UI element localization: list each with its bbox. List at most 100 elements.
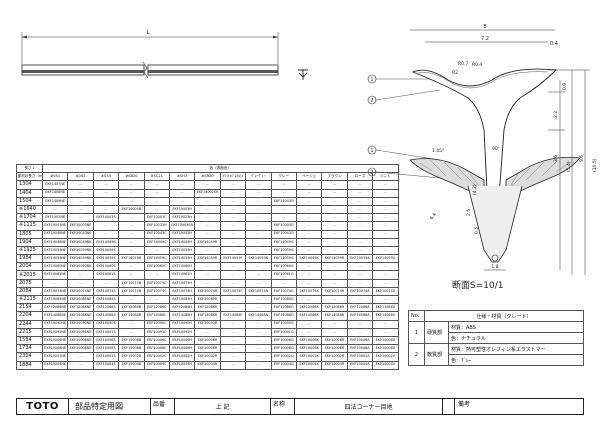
row-length: 2244: [16, 319, 43, 329]
part-number-cell: EKF10008A: [346, 344, 374, 354]
part-number-cell: —: [194, 213, 221, 223]
part-number-cell: —: [67, 213, 94, 223]
length-dim-label: L: [146, 29, 150, 36]
part-number-cell: EKF10074N: [245, 286, 272, 297]
part-number-cell: EKF10004C: [143, 360, 170, 370]
dim-angle-b: 90°: [492, 146, 500, 152]
part-number-cell: EKF10002G: [270, 352, 297, 362]
part-number-cell: EKF14059F: [219, 254, 247, 264]
material-row-2-name: 軟質部: [424, 343, 449, 366]
part-number-cell: —: [346, 180, 374, 190]
part-number-cell: EKF10002R: [321, 352, 348, 362]
part-number-cell: EKF10003SR: [168, 221, 196, 231]
row-length: ※2115: [16, 294, 43, 305]
part-number-cell: EKF10004G: [270, 360, 297, 370]
doc-type: 部品特定用図: [69, 399, 151, 414]
part-number-cell: EKF10002V: [372, 352, 399, 362]
part-number-cell: EKF10074F: [219, 286, 247, 297]
part-number-cell: EKF12086NE: [41, 303, 69, 313]
part-number-cell: EKF10008NE: [67, 344, 94, 354]
part-number-cell: —: [219, 278, 247, 288]
part-number-cell: EKF12086B: [118, 303, 145, 313]
part-number-cell: —: [245, 204, 272, 215]
part-number-cell: EKF14059NE: [67, 254, 94, 264]
row-length: 1404: [16, 188, 43, 198]
part-number-cell: —: [270, 188, 297, 198]
part-number-cell: —: [92, 180, 120, 190]
column-header-row: 部材の長さ（mm） #041#042#SS3#SB20#SC21#SH2#SR2…: [16, 172, 399, 182]
material-row-2-no: 2: [408, 343, 425, 366]
part-number-cell: EKF10091G: [270, 327, 297, 337]
part-number-cell: EKF10008K: [295, 344, 323, 354]
part-number-cell: —: [245, 262, 272, 272]
material-header: 仕様・材質（グレード）: [424, 310, 584, 322]
part-number-cell: EKF10003C: [143, 213, 170, 223]
part-number-cell: —: [118, 229, 145, 239]
part-number-cell: —: [245, 303, 272, 313]
part-number-cell: —: [219, 294, 247, 305]
dim-angle-c: 6.4: [429, 212, 438, 221]
part-number-cell: —: [372, 196, 399, 206]
part-number-cell: —: [219, 213, 247, 223]
part-number-cell: EKF10008G: [270, 344, 297, 354]
part-number-cell: EKF10043G: [270, 229, 297, 239]
part-number-cell: EKF10002A: [346, 352, 374, 362]
part-no-label: 品番: [151, 399, 175, 414]
part-number-cell: —: [372, 327, 399, 337]
part-number-cell: —: [245, 278, 272, 288]
part-number-cell: —: [372, 204, 399, 215]
part-number-cell: —: [372, 229, 399, 239]
dim-r-shoulder: R2: [452, 70, 458, 76]
part-number-cell: —: [346, 270, 374, 280]
part-number-cell: —: [67, 204, 94, 215]
part-number-cell: —: [346, 319, 374, 329]
callout-2-top: 2: [367, 89, 441, 105]
part-number-cell: —: [194, 229, 221, 239]
part-number-cell: —: [295, 278, 323, 288]
part-number-cell: EKF14059V: [372, 254, 399, 264]
part-number-cell: EKF10059G: [270, 245, 297, 256]
part-number-cell: —: [346, 262, 374, 272]
color-column-header: ベージュ: [295, 172, 323, 182]
part-number-cell: EKF14059C: [143, 254, 170, 264]
dim-bottom: 1.8: [491, 264, 498, 270]
row-length: ※2015: [16, 270, 43, 280]
part-number-cell: EKF10074C: [143, 286, 170, 297]
part-number-cell: —: [143, 270, 170, 280]
part-number-cell: —: [245, 335, 272, 346]
part-number-cell: EKF14059H: [168, 254, 196, 264]
svg-text:2: 2: [370, 98, 373, 104]
part-number-cell: —: [92, 229, 120, 239]
part-number-cell: EKF10004NE: [41, 360, 69, 370]
part-number-cell: EKF10074G: [270, 286, 297, 297]
part-number-cell: —: [219, 237, 247, 247]
part-number-cell: EKF10061H: [168, 270, 196, 280]
material-row-1-name: 硬質部: [424, 321, 449, 344]
part-number-cell: —: [143, 204, 170, 215]
part-number-cell: EKF10006NE: [67, 335, 94, 346]
part-number-cell: EKF1002NE: [41, 213, 69, 223]
part-number-cell: —: [295, 221, 323, 231]
part-number-cell: EKF14059B: [118, 254, 145, 264]
part-number-cell: EKF10074H: [168, 286, 196, 297]
color-column-header: ﾎﾜｲﾄ(ﾊﾟｽﾃﾙ)ﾄ: [219, 172, 247, 182]
row-length: 1584: [16, 335, 43, 346]
part-number-cell: —: [372, 319, 399, 329]
part-number-cell: —: [118, 188, 145, 198]
part-number-cell: EKF14059G: [270, 254, 297, 264]
part-number-cell: —: [219, 229, 247, 239]
part-number-cell: EKF10090H: [168, 319, 196, 329]
part-number-cell: EKF10006C: [143, 335, 170, 346]
part-number-cell: EKF10006NE: [41, 335, 69, 346]
part-number-cell: EKF10060NE: [67, 262, 94, 272]
part-number-cell: EKF14088H: [168, 311, 196, 321]
part-number-cell: —: [118, 327, 145, 337]
part-number-cell: —: [270, 213, 297, 223]
part-number-cell: —: [118, 294, 145, 305]
part-number-cell: EKF10085H: [168, 294, 196, 305]
